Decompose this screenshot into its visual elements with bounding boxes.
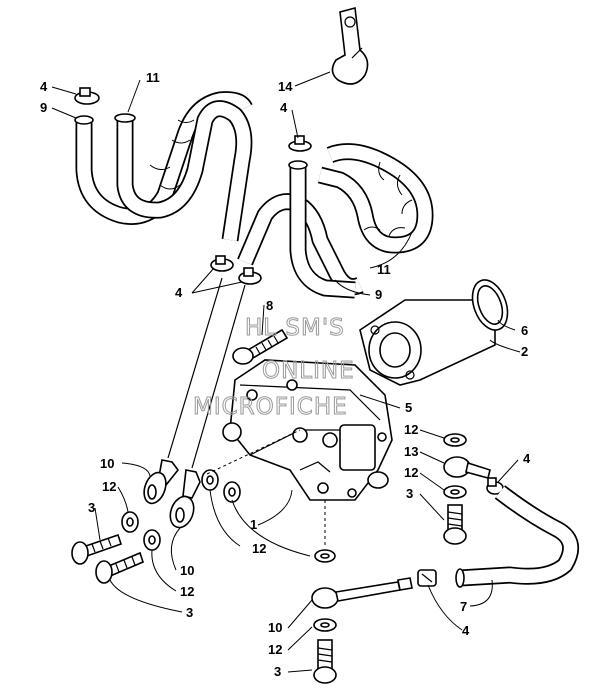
assembly-lines xyxy=(206,429,326,548)
callout-11: 11 xyxy=(146,70,160,85)
hose-11-left xyxy=(74,91,253,225)
hose-clamp-top-mid xyxy=(288,135,312,152)
watermark-line-1: HL SM'S xyxy=(245,315,345,341)
bolt-8 xyxy=(232,328,289,365)
washer-12-left-a xyxy=(121,511,139,533)
washer-12-right-a xyxy=(443,433,467,447)
callout-5: 5 xyxy=(405,400,412,415)
watermark: HL SM'S ONLINE MICROFICHE xyxy=(193,315,355,421)
hose-clamp-right xyxy=(486,477,504,495)
watermark-line-2: ONLINE xyxy=(262,358,355,384)
callout-12: 12 xyxy=(180,584,194,599)
washer-12-bottom xyxy=(313,618,337,632)
callout-12: 12 xyxy=(404,465,418,480)
hose-clamp-top-left xyxy=(74,87,100,105)
bolt-3-bottom xyxy=(313,639,337,684)
callout-3: 3 xyxy=(186,605,193,620)
washer-12-center-a xyxy=(201,469,219,491)
washer-12-lower xyxy=(314,549,336,563)
callout-9: 9 xyxy=(40,100,47,115)
callout-6: 6 xyxy=(521,323,528,338)
callout-12: 12 xyxy=(252,541,266,556)
callout-4: 4 xyxy=(175,285,183,300)
callout-10: 10 xyxy=(100,456,114,471)
callout-12: 12 xyxy=(102,479,116,494)
leader-lines xyxy=(51,71,521,673)
hose-clamp-mid-b xyxy=(238,267,262,285)
callout-7: 7 xyxy=(460,599,467,614)
hose-clamp-mid-a xyxy=(210,255,234,272)
hose-9-middle xyxy=(237,160,364,299)
callout-4: 4 xyxy=(462,623,470,638)
callout-labels: 4 9 11 14 4 11 9 4 8 6 2 5 12 13 12 4 3 … xyxy=(40,70,531,679)
banjo-fitting-13 xyxy=(443,456,491,479)
banjo-fitting-10-a xyxy=(143,277,223,505)
callout-3: 3 xyxy=(88,500,95,515)
hose-11-right xyxy=(317,143,434,254)
bolt-3-right xyxy=(443,504,467,545)
callout-10: 10 xyxy=(268,620,282,635)
washer-12-right-b xyxy=(443,485,467,499)
callout-12: 12 xyxy=(268,642,282,657)
callout-2: 2 xyxy=(521,344,528,359)
callout-1: 1 xyxy=(250,517,257,532)
callout-4: 4 xyxy=(523,451,531,466)
hose-clamp-bottom xyxy=(417,569,437,587)
callout-3: 3 xyxy=(274,664,281,679)
washer-12-center-b xyxy=(223,481,241,503)
housing-2 xyxy=(359,299,496,386)
callout-11: 11 xyxy=(377,262,391,277)
clip-14 xyxy=(331,6,369,85)
callout-13: 13 xyxy=(404,444,418,459)
banjo-fitting-10-bottom xyxy=(311,577,413,609)
callout-10: 10 xyxy=(180,563,194,578)
callout-12: 12 xyxy=(404,422,418,437)
watermark-line-3: MICROFICHE xyxy=(193,394,348,420)
o-ring-6 xyxy=(471,279,509,331)
bolt-3-left-a xyxy=(71,533,123,565)
callout-4: 4 xyxy=(280,100,288,115)
callout-8: 8 xyxy=(266,298,273,313)
callout-3: 3 xyxy=(406,486,413,501)
hose-11-left-b xyxy=(114,100,253,242)
callout-14: 14 xyxy=(278,79,293,94)
banjo-fitting-10-b xyxy=(169,284,246,529)
hose-7 xyxy=(455,485,580,588)
callout-4: 4 xyxy=(40,79,48,94)
callout-9: 9 xyxy=(375,287,382,302)
oil-pump-1 xyxy=(222,359,393,501)
washer-12-left-b xyxy=(143,529,161,551)
bolt-3-left-b xyxy=(95,551,144,584)
